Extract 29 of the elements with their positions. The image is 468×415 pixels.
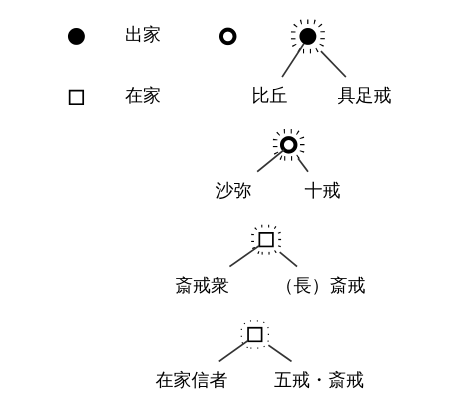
node-text: （長）斎戒	[274, 275, 365, 296]
connector	[256, 149, 284, 172]
node-circle	[218, 28, 236, 46]
node-box	[246, 326, 262, 342]
node-text: 沙弥	[214, 180, 251, 202]
cluster	[250, 224, 281, 255]
connector	[267, 344, 292, 362]
cluster	[272, 129, 304, 161]
connector	[228, 245, 260, 268]
node-circle	[67, 28, 84, 45]
node-text: 五戒・斎戒	[274, 370, 364, 392]
node-circle	[298, 28, 316, 45]
connector	[320, 50, 346, 78]
legend-label: 出家	[124, 24, 161, 46]
legend-label: 在家	[124, 86, 161, 107]
node-text: 斎戒衆	[174, 275, 228, 296]
cluster	[290, 20, 324, 54]
node-text: 在家信者	[155, 370, 228, 392]
node-circle	[279, 136, 297, 154]
connector	[296, 158, 308, 172]
node-text: 十戒	[304, 180, 340, 202]
node-box	[68, 90, 84, 106]
connector	[218, 340, 248, 362]
node-text: 具足戒	[336, 86, 391, 107]
cluster	[240, 320, 268, 349]
node-text: 比丘	[251, 86, 288, 107]
node-box	[258, 232, 274, 248]
connector	[280, 43, 304, 78]
connector	[278, 251, 298, 268]
